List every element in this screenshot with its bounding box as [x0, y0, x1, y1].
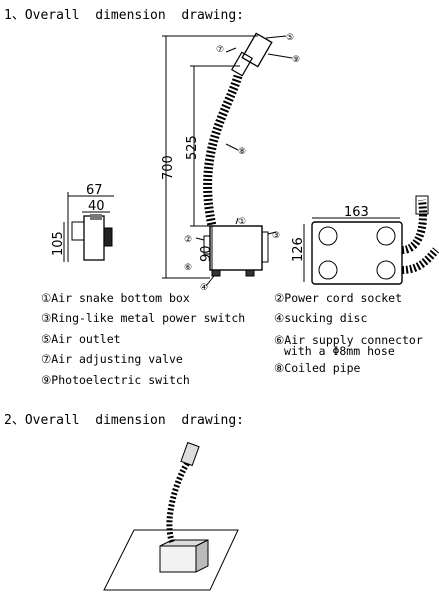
legend-item-3: ③Ring-like metal power switch: [41, 311, 246, 325]
legend-item-4: ④sucking disc: [274, 311, 368, 325]
callout-8: ⑧: [238, 147, 246, 157]
callout-4: ④: [200, 283, 208, 293]
legend-item-6: ⑥Air supply connector: [274, 333, 423, 347]
callout-9: ⑨: [292, 55, 300, 65]
legend-item-1: ①Air snake bottom box: [41, 291, 190, 305]
power-socket: [203, 235, 211, 255]
coiled-pipe: [203, 74, 243, 227]
legend-item-5: ⑤Air outlet: [41, 332, 121, 346]
callout-6: ⑥: [184, 263, 192, 273]
top-view: [303, 195, 439, 285]
section-2-heading: 2、Overall dimension drawing:: [4, 413, 244, 428]
dim-67: 67: [86, 183, 103, 198]
power-switch: [261, 231, 269, 263]
legend-item-8: ⑧Coiled pipe: [274, 361, 361, 375]
callout-1: ①: [238, 217, 246, 227]
legend-item-7: ⑦Air adjusting valve: [41, 352, 183, 366]
callout-3: ③: [272, 231, 280, 241]
side-view: [63, 192, 114, 262]
callout-7: ⑦: [216, 45, 224, 55]
callout-2: ②: [184, 235, 192, 245]
front-view: [162, 32, 293, 287]
legend-item-6-sub: with a Φ8mm hose: [284, 344, 395, 358]
bottom-box: [209, 225, 263, 271]
section-1-heading: 1、Overall dimension drawing:: [4, 8, 244, 23]
dim-700: 700: [161, 155, 176, 180]
callout-5: ⑤: [286, 33, 294, 43]
dim-90: 90: [199, 245, 214, 262]
dim-126: 126: [291, 237, 306, 262]
perspective-view: [103, 441, 239, 591]
legend-item-9: ⑨Photoelectric switch: [41, 373, 190, 387]
dim-163: 163: [344, 205, 369, 220]
dim-525: 525: [185, 135, 200, 160]
dim-40: 40: [88, 199, 105, 214]
dim-105: 105: [51, 231, 66, 256]
legend-item-2: ②Power cord socket: [274, 291, 403, 305]
